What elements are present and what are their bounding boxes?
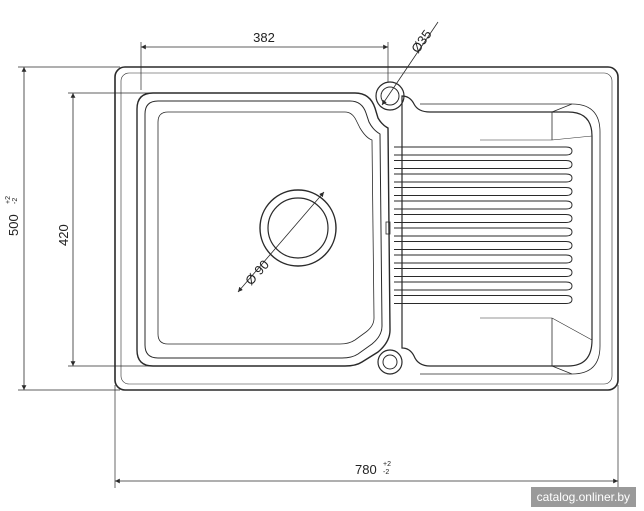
dimension-500-label: 500 xyxy=(6,214,21,236)
drainer-area xyxy=(385,95,601,375)
sink-outline xyxy=(114,66,619,391)
overflow-hole-bottom xyxy=(377,349,403,375)
watermark: catalog.onliner.by xyxy=(530,487,636,507)
drainer-rib xyxy=(394,295,573,304)
dimension-500-tol-plus: +2 xyxy=(5,196,12,204)
drainer-rib xyxy=(394,254,573,264)
drainer-rib xyxy=(394,281,573,291)
drainer-rib xyxy=(394,241,573,250)
drainer-rib xyxy=(394,200,573,210)
tap-hole-diameter-label: Ø35 xyxy=(408,27,434,56)
drain-diameter-label: Ø 90 xyxy=(242,257,272,288)
dimension-420-label: 420 xyxy=(56,224,71,246)
drainer-rib xyxy=(394,160,573,169)
dimension-780-label: 780 xyxy=(355,462,377,477)
drainer-rib xyxy=(394,268,573,277)
drainer-rib xyxy=(394,227,573,237)
dimension-780-tol-minus: -2 xyxy=(383,469,389,476)
drainer-rib xyxy=(394,214,573,223)
drainer-rib xyxy=(394,187,573,196)
bowl xyxy=(136,92,391,367)
drainer-rib xyxy=(394,173,573,183)
dimension-382-label: 382 xyxy=(253,30,275,45)
drainer-ribs xyxy=(394,146,573,304)
dimension-500-tol-minus: -2 xyxy=(12,198,19,204)
dimension-382 xyxy=(140,42,389,90)
dimension-420 xyxy=(68,92,153,367)
dimension-780-tol-plus: +2 xyxy=(383,461,391,468)
drain-hole xyxy=(237,189,337,293)
dimension-500 xyxy=(18,66,120,391)
dimension-780 xyxy=(114,385,619,488)
drainer-rib xyxy=(394,146,573,156)
